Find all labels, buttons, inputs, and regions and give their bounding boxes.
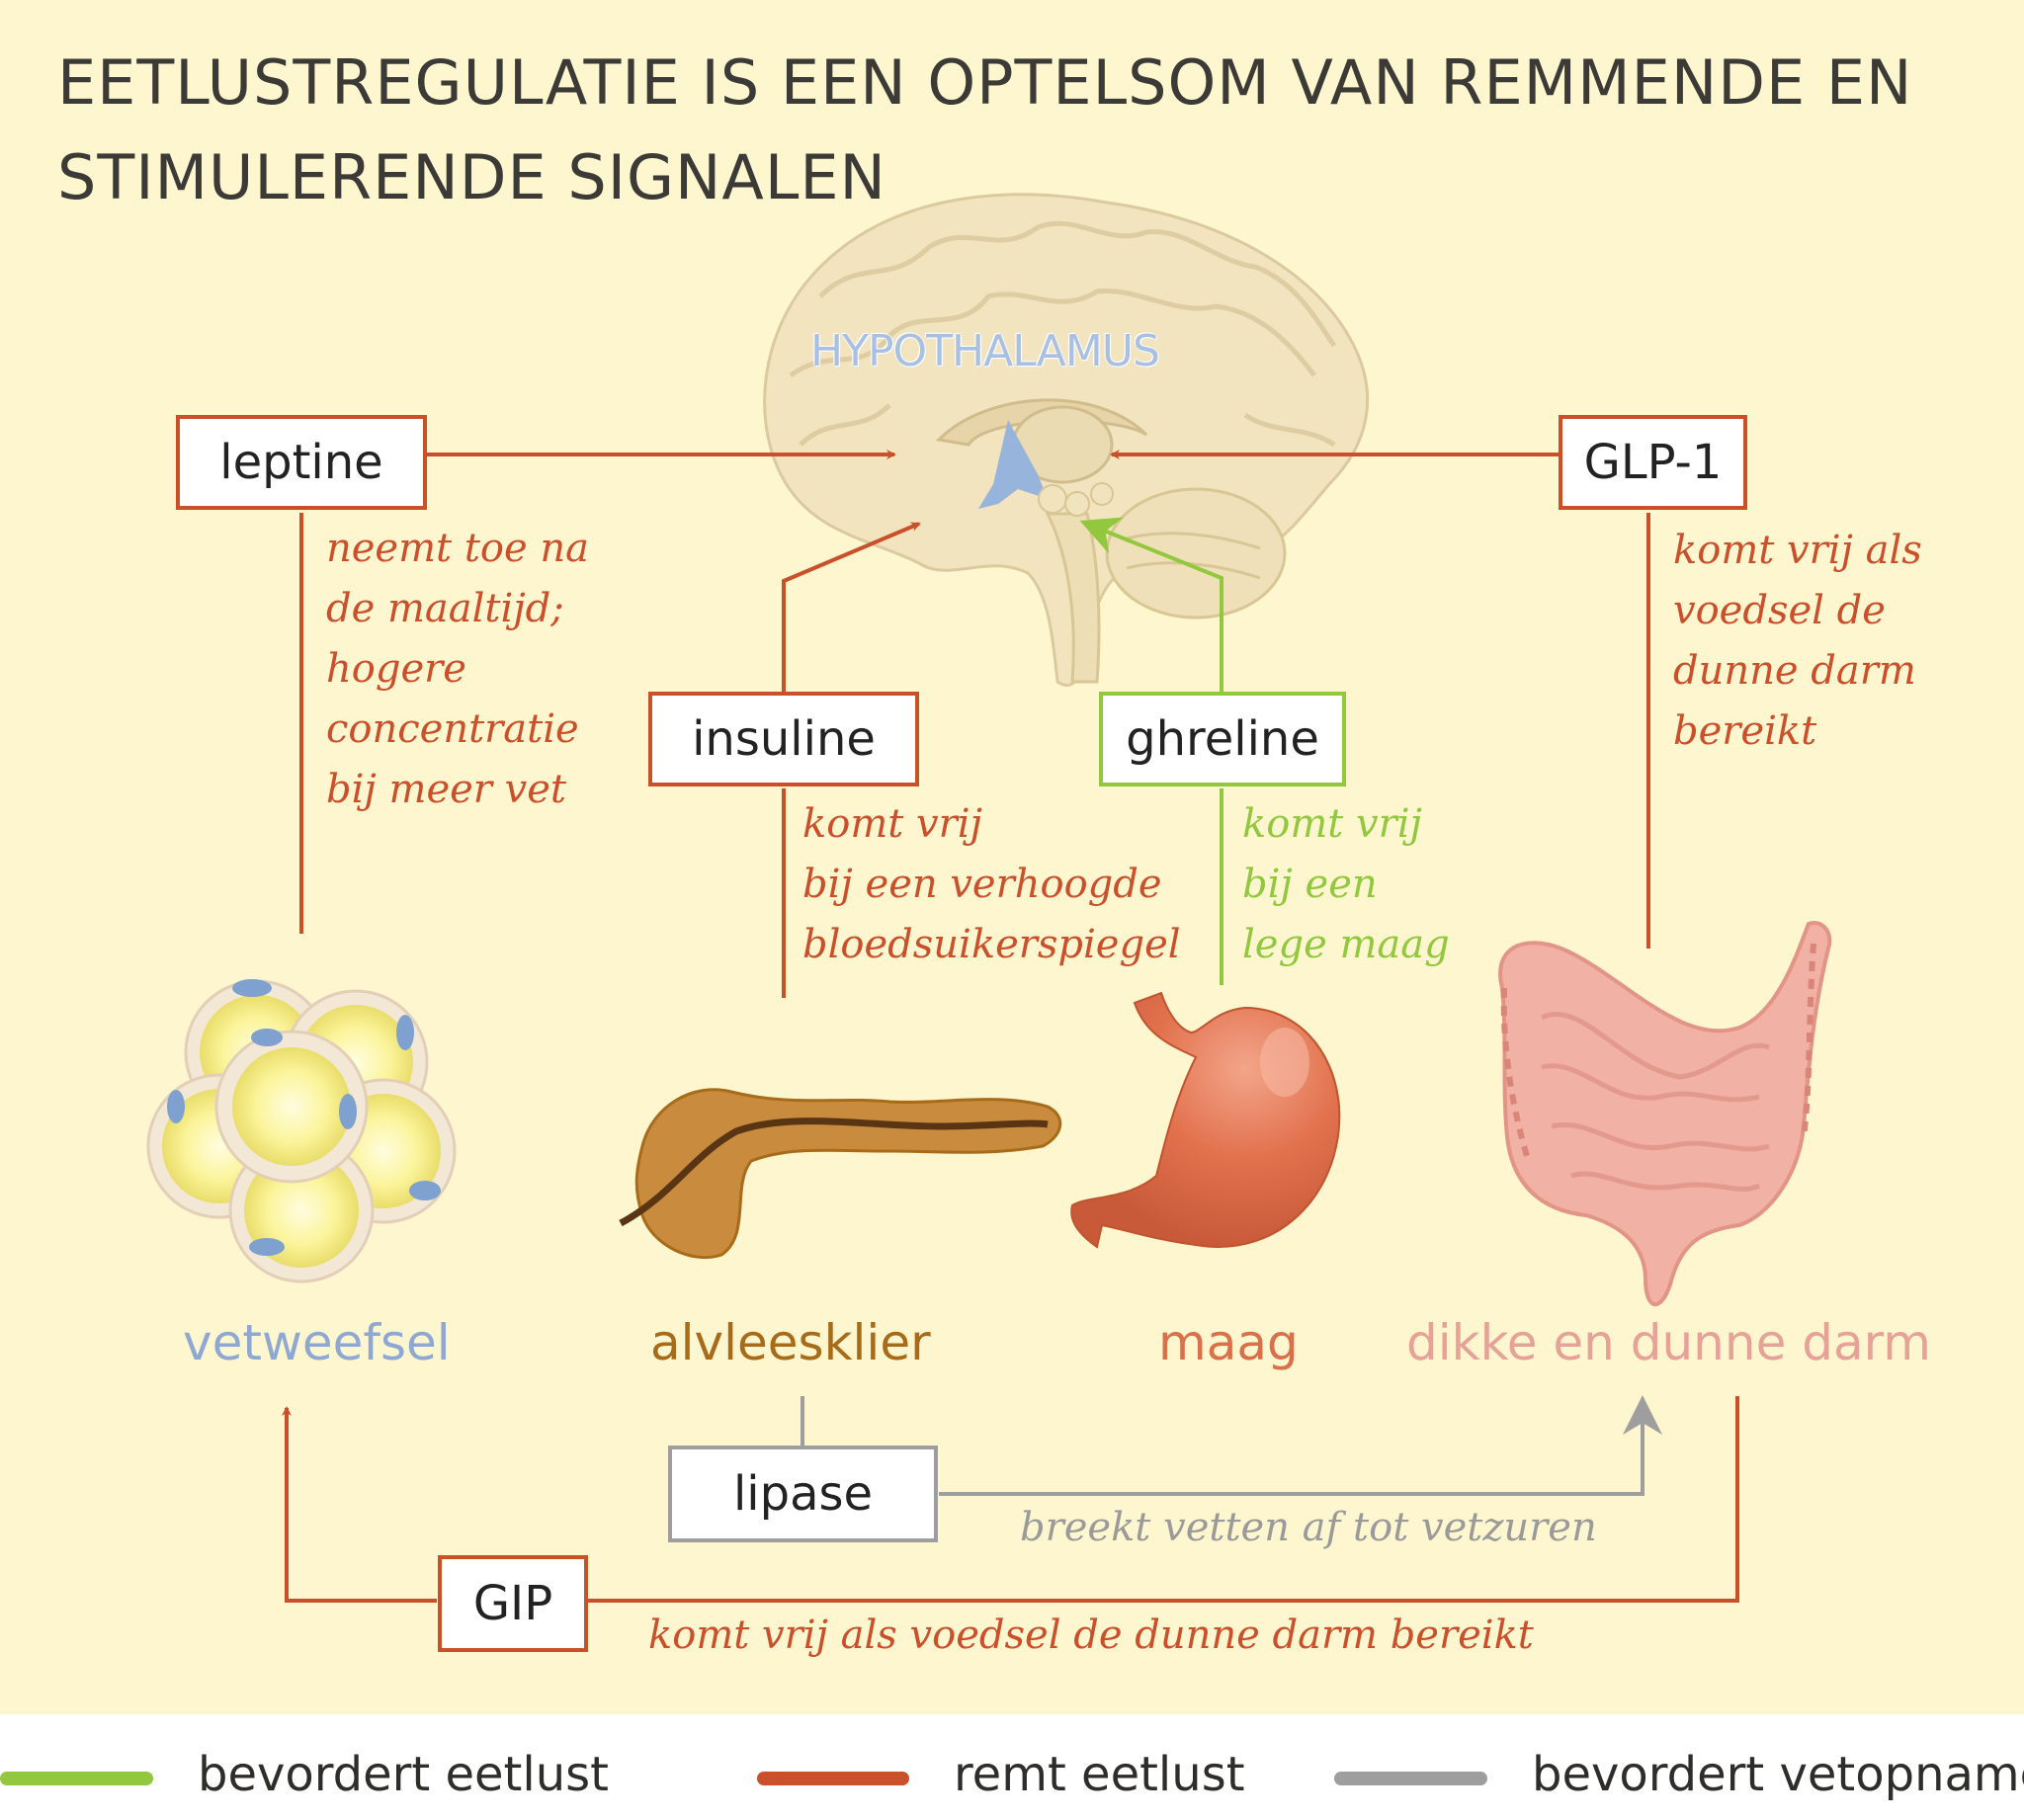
legend-green-line [0,1772,153,1785]
intestines-illustration [1498,921,1832,1307]
legend-grey-label: bevordert vetopname [1532,1747,2024,1802]
leptine-label: leptine [219,435,383,490]
legend-red-line [757,1772,909,1785]
leptine-note: neemt toe na de maaltijd; hogere concent… [326,526,589,812]
stomach-illustration [1070,991,1341,1249]
legend-green-label: bevordert eetlust [198,1747,609,1802]
glp1-box: GLP-1 [1559,415,1747,510]
glp1-arrow [1110,450,1650,949]
gip-label: GIP [472,1576,553,1631]
ghreline-box: ghreline [1099,692,1346,786]
gip-box: GIP [438,1555,588,1652]
leptine-arrow [299,450,896,934]
legend-grey-line [1334,1772,1487,1785]
glp1-label: GLP-1 [1583,435,1723,490]
lipase-box: lipase [668,1446,938,1542]
fat-tissue-illustration [146,979,457,1283]
title-line-1: EETLUSTREGULATIE IS EEN OPTELSOM VAN REM… [57,46,1913,119]
maag-label: maag [1158,1314,1299,1371]
legend-red-label: remt eetlust [954,1747,1245,1802]
insuline-box: insuline [648,692,919,786]
ghreline-note: komt vrij bij een lege maag [1242,801,1450,967]
pancreas-illustration [619,1088,1062,1260]
glp1-note: komt vrij als voedsel de dunne darm bere… [1673,528,1922,754]
darm-label: dikke en dunne darm [1406,1314,1931,1371]
alvleesklier-label: alvleesklier [650,1314,931,1371]
ghreline-arrow [1079,517,1223,985]
insuline-label: insuline [692,711,876,767]
legend [0,1714,2024,1820]
lipase-arrow [801,1395,1662,1496]
gip-arrow [282,1396,1739,1603]
leptine-box: leptine [176,415,427,510]
title-line-2: STIMULERENDE SIGNALEN [57,141,886,213]
brain-illustration [763,193,1370,688]
gip-note: komt vrij als voedsel de dunne darm bere… [648,1613,1534,1658]
lipase-note: breekt vetten af tot vetzuren [1020,1505,1597,1550]
ghreline-label: ghreline [1126,711,1319,767]
hypothalamus-label: HYPOTHALAMUS [810,326,1160,376]
insuline-arrow [782,522,921,998]
insuline-note: komt vrij bij een verhoogde bloedsuikers… [802,801,1181,967]
lipase-label: lipase [732,1466,874,1522]
page-title: EETLUSTREGULATIE IS EEN OPTELSOM VAN REM… [57,36,1984,225]
vetweefsel-label: vetweefsel [183,1314,451,1371]
